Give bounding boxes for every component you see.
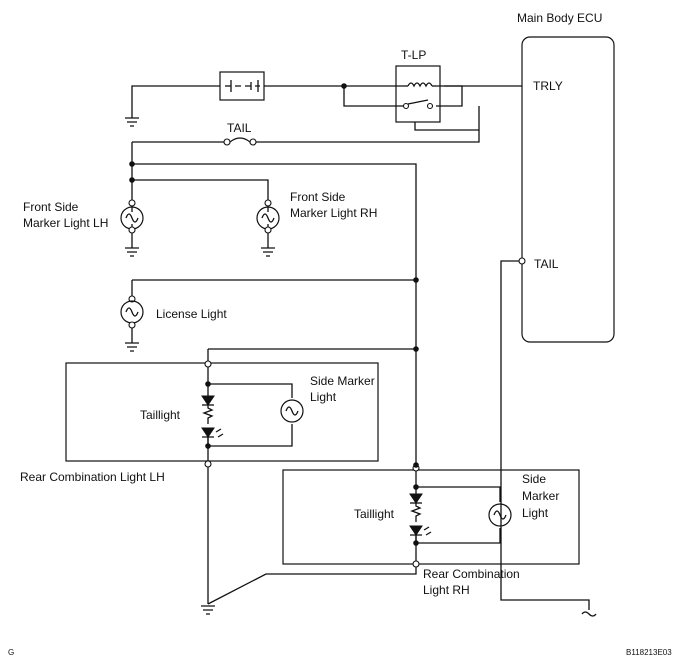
front-side-marker-lh <box>120 199 144 257</box>
rear-combination-lh-wiring <box>204 349 293 604</box>
t-lp-label: T-LP <box>401 48 426 62</box>
lh-side-marker-label: Side Marker <box>310 374 375 388</box>
front-side-marker-rh-label: Front Side <box>290 190 346 204</box>
rear-combination-lh-label: Rear Combination Light LH <box>20 470 165 484</box>
tail-terminal-label: TAIL <box>534 257 559 271</box>
junction-dot <box>413 462 419 468</box>
rear-combination-rh-label: Rear Combination <box>423 567 520 581</box>
ecu-tail-wire <box>500 257 597 617</box>
side-marker-bulb-lh <box>280 399 304 423</box>
lh-taillight-label: Taillight <box>140 408 181 422</box>
bus-wiring <box>131 158 417 465</box>
top-wiring <box>131 85 522 131</box>
trly-terminal-label: TRLY <box>533 79 563 93</box>
ground-symbol <box>125 117 139 127</box>
corner-mark-left: G <box>8 648 14 657</box>
rh-side-marker-label: Marker <box>522 489 559 503</box>
junction-dot <box>413 346 419 352</box>
side-marker-bulb-rh <box>488 503 512 527</box>
tail-fuse-label: TAIL <box>227 121 252 135</box>
tail-fuse <box>131 130 480 158</box>
battery-icon <box>219 71 265 101</box>
front-side-marker-rh-label: Marker Light RH <box>290 206 377 220</box>
rear-combination-lh-box <box>65 362 379 462</box>
rh-side-marker-label: Light <box>522 506 549 520</box>
main-body-ecu-box <box>521 36 615 343</box>
rear-combination-rh-box <box>282 469 580 565</box>
rh-side-marker-label: Side <box>522 472 546 486</box>
front-side-marker-rh <box>256 199 280 257</box>
main-body-ecu-label: Main Body ECU <box>517 11 602 25</box>
ground-symbol <box>201 605 215 615</box>
taillight-led-rh <box>409 493 432 543</box>
license-light <box>120 280 144 352</box>
rear-combination-rh-label: Light RH <box>423 583 470 597</box>
junction-dot <box>129 177 135 183</box>
figure-code: B118213E03 <box>626 648 672 657</box>
front-side-marker-lh-label: Marker Light LH <box>23 216 108 230</box>
junction-dot <box>341 83 347 89</box>
taillight-led-lh <box>201 395 224 446</box>
junction-dot <box>413 277 419 283</box>
junction-dot <box>413 484 419 490</box>
rh-taillight-label: Taillight <box>354 507 395 521</box>
junction-dot <box>205 381 211 387</box>
lh-side-marker-label: Light <box>310 390 337 404</box>
t-lp-relay <box>395 65 441 123</box>
front-side-marker-lh-label: Front Side <box>23 200 79 214</box>
license-light-label: License Light <box>156 307 227 321</box>
junction-dot <box>129 161 135 167</box>
